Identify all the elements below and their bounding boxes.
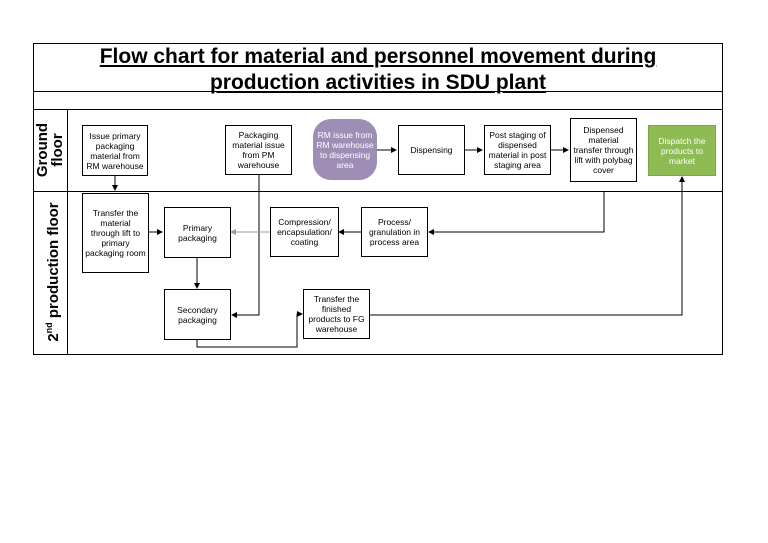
box-primary-packaging: Primary packaging [164, 207, 231, 258]
box-rm-issue: RM issue from RM warehouse to dispensing… [313, 119, 377, 180]
box-compression-text: Compression/ encapsulation/ coating [277, 217, 332, 247]
chart-frame [33, 43, 723, 355]
box-dispensed-transfer-text: Dispensed material transfer through lift… [573, 125, 634, 175]
arrow-fg-to-dispatch [370, 176, 685, 316]
box-packaging-issue: Packaging material issue from PM warehou… [225, 125, 292, 175]
divider-top [33, 109, 723, 110]
box-secondary-packaging: Secondary packaging [164, 289, 231, 340]
arrow-pm-to-secondary [231, 175, 260, 318]
chart-title: Flow chart for material and personnel mo… [34, 44, 722, 96]
divider-lanes [33, 191, 723, 192]
box-dispensing: Dispensing [398, 125, 465, 175]
box-post-staging-text: Post staging of dispensed material in po… [488, 130, 547, 170]
box-compression: Compression/ encapsulation/ coating [270, 207, 339, 257]
box-transfer-lift: Transfer the material through lift to pr… [82, 193, 149, 273]
box-transfer-fg: Transfer the finished products to FG war… [303, 289, 370, 339]
arrow-transfer-to-process [428, 191, 605, 235]
title-line-1: Flow chart for material and personnel mo… [99, 45, 657, 68]
box-rm-issue-text: RM issue from RM warehouse to dispensing… [316, 129, 374, 170]
box-dispatch: Dispatch the products to market [648, 125, 716, 176]
box-post-staging: Post staging of dispensed material in po… [484, 125, 551, 175]
box-primary-packaging-text: Primary packaging [178, 222, 217, 243]
box-secondary-packaging-text: Secondary packaging [177, 304, 218, 325]
divider-title [33, 91, 723, 92]
box-dispatch-text: Dispatch the products to market [658, 135, 706, 166]
arrow-secondary-to-fg [196, 311, 303, 348]
box-dispensed-transfer: Dispensed material transfer through lift… [570, 118, 637, 182]
box-process-granulation-text: Process/ granulation in process area [368, 217, 421, 247]
box-transfer-fg-text: Transfer the finished products to FG war… [308, 294, 365, 334]
lane-label-divider [67, 109, 68, 355]
box-issue-primary-text: Issue primary packaging material from RM… [86, 130, 144, 171]
title-line-2: production activities in SDU plant [209, 71, 547, 94]
box-transfer-lift-text: Transfer the material through lift to pr… [85, 208, 146, 258]
box-dispensing-text: Dispensing [410, 145, 453, 155]
box-process-granulation: Process/ granulation in process area [361, 207, 428, 257]
box-packaging-issue-text: Packaging material issue from PM warehou… [232, 130, 285, 170]
box-issue-primary: Issue primary packaging material from RM… [82, 125, 148, 176]
